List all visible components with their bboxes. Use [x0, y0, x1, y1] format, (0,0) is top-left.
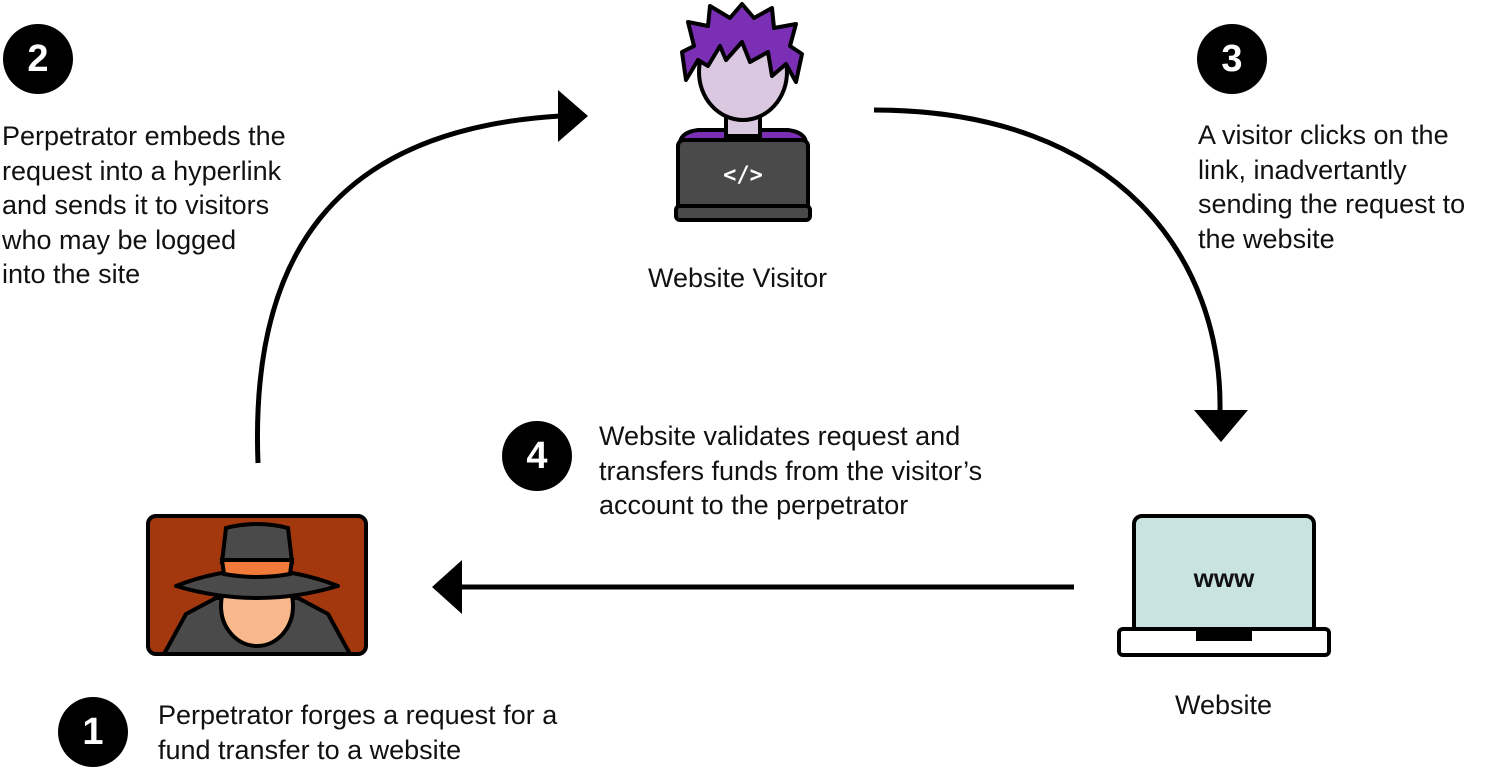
arrow-to-visitor: [257, 116, 560, 463]
step-2-line: and sends it to visitors: [2, 188, 286, 223]
step-number-3: 3: [1197, 24, 1267, 94]
step-number-4: 4: [502, 421, 572, 491]
arrow-head-website: [1194, 410, 1248, 442]
step-4-text: Website validates request and transfers …: [599, 419, 982, 523]
arrow-head-perpetrator: [432, 560, 462, 614]
visitor-label: Website Visitor: [648, 263, 827, 294]
step-2-text: Perpetrator embeds the request into a hy…: [2, 119, 286, 292]
laptop-icon: www: [1116, 513, 1332, 659]
step-number-2: 2: [3, 24, 73, 94]
step-4-line: transfers funds from the visitor’s: [599, 454, 982, 489]
step-2-line: into the site: [2, 257, 286, 292]
step-3-text: A visitor clicks on the link, inadvertan…: [1198, 118, 1465, 256]
website-screen-text: www: [1193, 563, 1255, 593]
step-1-line: fund transfer to a website: [158, 733, 557, 768]
step-2-line: who may be logged: [2, 223, 286, 258]
step-3-line: link, inadvertantly: [1198, 153, 1465, 188]
step-2-line: request into a hyperlink: [2, 154, 286, 189]
step-number-1: 1: [58, 697, 128, 767]
laptop-code-glyph: </>: [723, 163, 763, 188]
step-4-line: Website validates request and: [599, 419, 982, 454]
step-1-line: Perpetrator forges a request for a: [158, 698, 557, 733]
arrow-head-visitor: [558, 90, 588, 142]
website-label: Website: [1175, 690, 1272, 721]
step-3-line: A visitor clicks on the: [1198, 118, 1465, 153]
step-3-line: sending the request to: [1198, 187, 1465, 222]
visitor-icon: </>: [668, 2, 818, 224]
arrow-to-website: [874, 110, 1220, 410]
step-2-line: Perpetrator embeds the: [2, 119, 286, 154]
hacker-icon: [146, 514, 368, 656]
step-1-text: Perpetrator forges a request for a fund …: [158, 698, 557, 767]
step-4-line: account to the perpetrator: [599, 488, 982, 523]
step-3-line: the website: [1198, 222, 1465, 257]
